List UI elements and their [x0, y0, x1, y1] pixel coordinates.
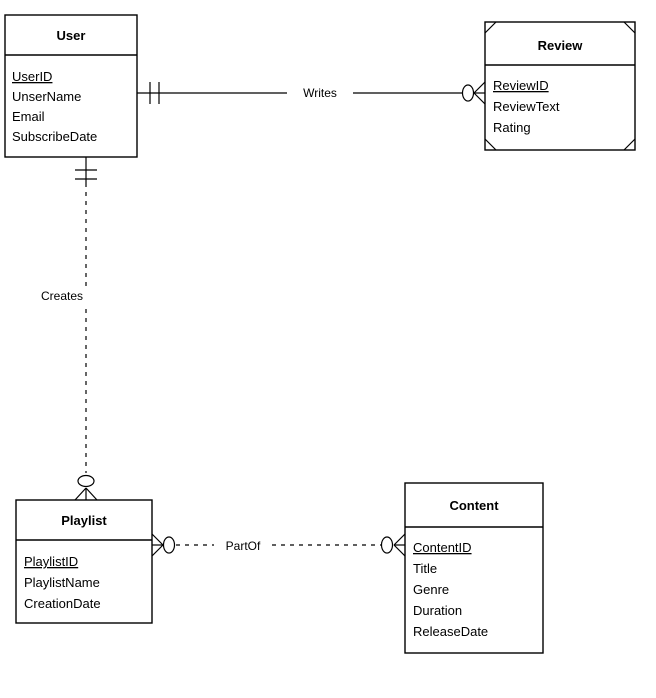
relationship-label-creates: Creates [41, 289, 83, 303]
entity-playlist-attribute-playlistid: PlaylistID [24, 554, 78, 569]
writes-cardinality-review-zero-or-many [461, 81, 486, 105]
writes-cardinality-user-one-and-only-one [149, 82, 160, 104]
entity-content-attribute-genre: Genre [413, 582, 449, 597]
entity-review-attribute-reviewtext: ReviewText [493, 99, 560, 114]
entity-content-attribute-title: Title [413, 561, 437, 576]
creates-cardinality-user-one-and-only-one [75, 157, 97, 183]
relationship-label-partof: PartOf [226, 539, 261, 553]
entity-content-box [404, 482, 544, 654]
creates-cardinality-playlist-zero-or-many [74, 474, 98, 501]
entity-content-attribute-duration: Duration [413, 603, 462, 618]
writes-label-bg [287, 83, 353, 102]
entity-user-attribute-subscribedate: SubscribeDate [12, 129, 97, 144]
entity-playlist[interactable]: Playlist PlaylistID PlaylistName Creatio… [15, 499, 153, 624]
entity-content[interactable]: Content ContentID Title Genre Duration R… [404, 482, 544, 654]
entity-review-attribute-rating: Rating [493, 120, 531, 135]
entity-playlist-attribute-creationdate: CreationDate [24, 596, 101, 611]
partof-cardinality-playlist-zero-or-many [151, 533, 176, 557]
entity-review-attribute-reviewid: ReviewID [493, 78, 549, 93]
entity-playlist-attribute-playlistname: PlaylistName [24, 575, 100, 590]
entity-user-box [4, 14, 138, 158]
entity-playlist-title: Playlist [61, 513, 107, 528]
entity-user[interactable]: User UserID UnserName Email SubscribeDat… [4, 14, 138, 158]
entity-review[interactable]: Review ReviewID ReviewText Rating [484, 21, 636, 151]
entity-review-title: Review [538, 38, 584, 53]
entity-review-box [484, 21, 636, 151]
entity-content-title: Content [449, 498, 499, 513]
relationship-partof[interactable]: PartOf [151, 533, 406, 557]
entity-user-attribute-unsername: UnserName [12, 89, 81, 104]
creates-label-bg [31, 286, 93, 305]
entity-playlist-box [15, 499, 153, 624]
entity-user-attribute-userid: UserID [12, 69, 52, 84]
entity-user-title: User [57, 28, 86, 43]
partof-cardinality-content-zero-or-many [380, 533, 406, 557]
relationship-writes[interactable]: Writes [137, 81, 486, 105]
entity-review-corner-ticks [484, 21, 636, 151]
relationship-creates[interactable]: Creates [31, 157, 98, 501]
entity-content-attribute-releasedate: ReleaseDate [413, 624, 488, 639]
relationship-label-writes: Writes [303, 86, 337, 100]
partof-label-bg [214, 536, 272, 554]
entity-user-attribute-email: Email [12, 109, 45, 124]
entity-content-attribute-contentid: ContentID [413, 540, 472, 555]
